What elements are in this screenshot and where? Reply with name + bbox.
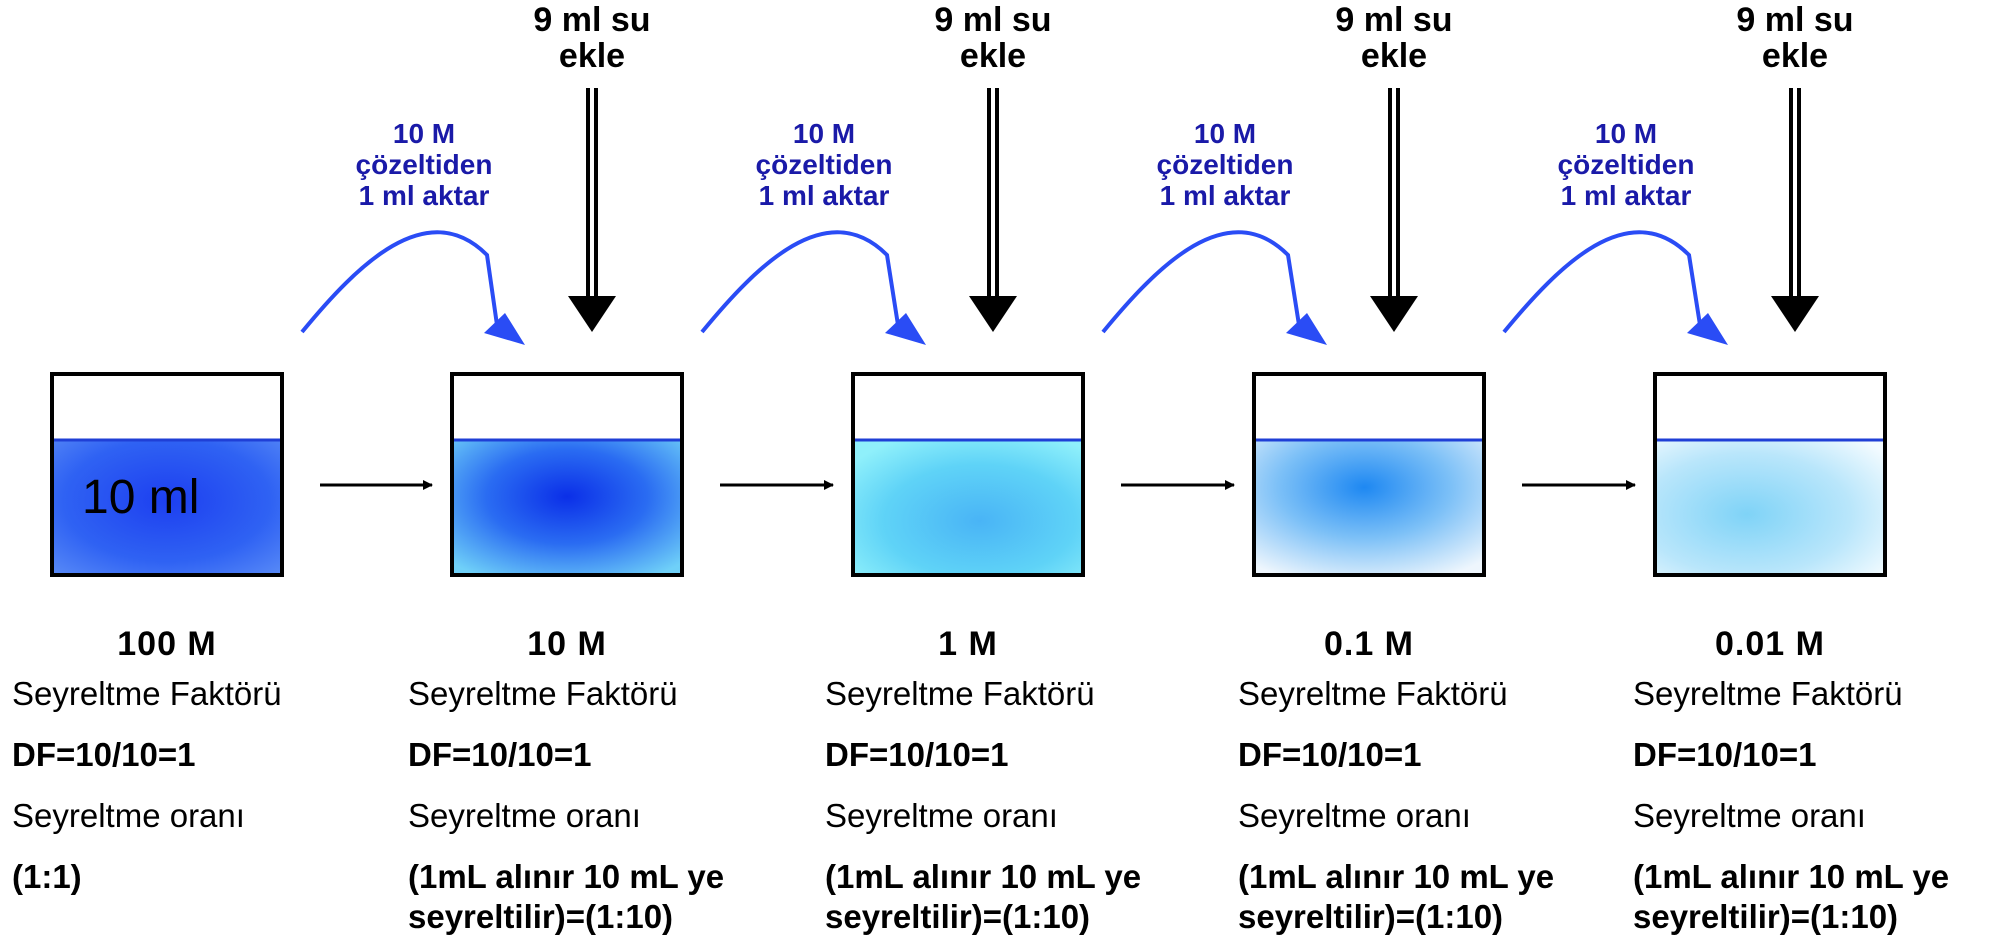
dilution-ratio-value: (1mL alınır 10 mL ye seyreltilir)=(1:10): [825, 858, 1142, 935]
transfer-arrowhead: [1687, 313, 1728, 345]
dilution-factor-label: Seyreltme Faktörü: [1633, 675, 1903, 712]
water-add-label: 9 ml su ekle: [1736, 1, 1854, 75]
transfer-label-line: 10 M: [1193, 118, 1257, 149]
water-arrowhead: [568, 296, 616, 332]
transfer-curve-arrow: [300, 230, 499, 334]
transfer-curve-arrow: [700, 230, 900, 334]
beaker-liquid: [1655, 440, 1885, 575]
beaker-liquid: [853, 440, 1083, 575]
concentration-label: 1 M: [938, 625, 998, 663]
dilution-ratio-label: Seyreltme oranı: [825, 797, 1058, 834]
water-arrowhead: [969, 296, 1017, 332]
beaker-outline: [851, 372, 1085, 577]
water-add-label: 9 ml su ekle: [1335, 1, 1453, 75]
beaker-outline: [50, 372, 284, 577]
transfer-arrowhead: [885, 313, 926, 345]
concentration-label: 10 M: [527, 625, 607, 663]
dilution-factor-label: Seyreltme Faktörü: [825, 675, 1095, 712]
dilution-ratio-value: (1mL alınır 10 mL ye seyreltilir)=(1:10): [408, 858, 725, 935]
dilution-ratio-label: Seyreltme oranı: [408, 797, 641, 834]
transfer-label-line: 1 ml aktar: [358, 180, 490, 211]
beaker-outline: [450, 372, 684, 577]
transfer-label-line: 10 M: [1594, 118, 1658, 149]
beaker-outline: [1252, 372, 1486, 577]
beaker-liquid: [452, 440, 682, 575]
dilution-ratio-value: (1:1): [12, 858, 82, 895]
transfer-arrowhead: [484, 313, 525, 345]
transfer-label-line: 10 M: [792, 118, 856, 149]
transfer-label-line: çözeltiden: [355, 149, 493, 180]
transfer-label-line: çözeltiden: [1557, 149, 1695, 180]
water-arrowhead: [1370, 296, 1418, 332]
transfer-label-line: 1 ml aktar: [758, 180, 890, 211]
concentration-label: 0.1 M: [1323, 625, 1415, 663]
dilution-factor-value: DF=10/10=1: [12, 736, 196, 773]
concentration-label: 0.01 M: [1715, 625, 1825, 663]
water-arrowhead: [1771, 296, 1819, 332]
transfer-label-line: çözeltiden: [755, 149, 893, 180]
dilution-factor-label: Seyreltme Faktörü: [1238, 675, 1508, 712]
dilution-ratio-label: Seyreltme oranı: [1633, 797, 1866, 834]
beaker-outline: [1653, 372, 1887, 577]
beaker-liquid: [1254, 440, 1484, 575]
transfer-label-line: 1 ml aktar: [1560, 180, 1692, 211]
transfer-label-line: çözeltiden: [1156, 149, 1294, 180]
dilution-factor-value: DF=10/10=1: [1633, 736, 1817, 773]
dilution-ratio-label: Seyreltme oranı: [1238, 797, 1471, 834]
dilution-ratio-value: (1mL alınır 10 mL ye seyreltilir)=(1:10): [1238, 858, 1555, 935]
dilution-factor-label: Seyreltme Faktörü: [12, 675, 282, 712]
dilution-ratio-label: Seyreltme oranı: [12, 797, 245, 834]
water-add-label: 9 ml su ekle: [934, 1, 1052, 75]
dilution-factor-value: DF=10/10=1: [825, 736, 1009, 773]
initial-volume-label: 10 ml: [82, 471, 200, 524]
dilution-factor-value: DF=10/10=1: [408, 736, 592, 773]
dilution-factor-value: DF=10/10=1: [1238, 736, 1422, 773]
transfer-arrowhead: [1286, 313, 1327, 345]
concentration-label: 100 M: [117, 625, 217, 663]
transfer-curve-arrow: [1502, 230, 1702, 334]
water-add-label: 9 ml su ekle: [533, 1, 651, 75]
transfer-label-line: 1 ml aktar: [1159, 180, 1291, 211]
dilution-ratio-value: (1mL alınır 10 mL ye seyreltilir)=(1:10): [1633, 858, 1950, 935]
transfer-label-line: 10 M: [392, 118, 456, 149]
transfer-curve-arrow: [1101, 230, 1301, 334]
beaker-liquid: [52, 440, 282, 575]
dilution-factor-label: Seyreltme Faktörü: [408, 675, 678, 712]
